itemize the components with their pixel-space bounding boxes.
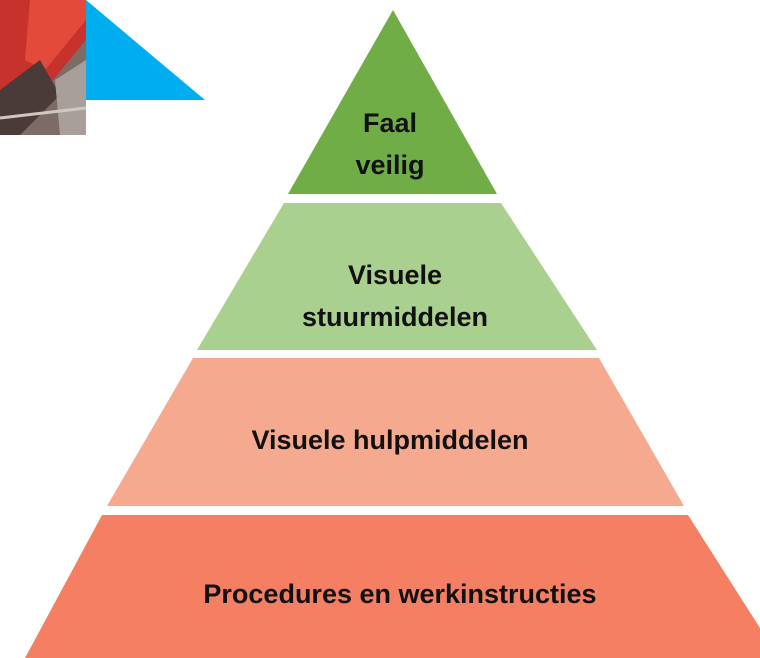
- layer-label-visuele-stuurmiddelen: Visuele stuurmiddelen: [301, 260, 489, 332]
- layer-label-visuele-hulpmiddelen: Visuele hulpmiddelen: [251, 425, 529, 455]
- blue-accent-triangle: [86, 0, 205, 100]
- pyramid-layer-1: [288, 10, 497, 194]
- pyramid-layer-2: [197, 203, 597, 350]
- pyramid-layer-3: [107, 358, 684, 506]
- layer-label-procedures: Procedures en werkinstructies: [203, 579, 597, 609]
- pyramid-layer-4: [25, 515, 760, 658]
- layer-label-faal-veilig: Faal veilig: [355, 108, 425, 180]
- photo-thumbnail: [0, 0, 87, 135]
